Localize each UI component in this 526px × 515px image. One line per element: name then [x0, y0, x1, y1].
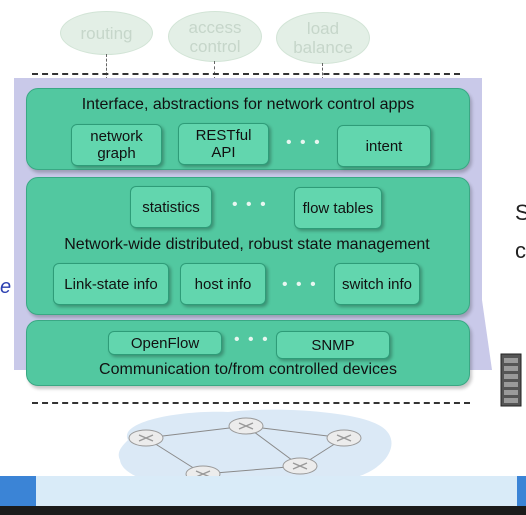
openflow-box: OpenFlow	[108, 331, 222, 355]
southbound-dashed-line	[32, 402, 470, 404]
flow-tables-box: flow tables	[294, 187, 382, 229]
access-control-app-label: access control	[188, 17, 242, 56]
link-state-info-label: Link-state info	[64, 275, 158, 293]
interface-ellipsis: • • •	[286, 134, 322, 151]
link-state-info-box: Link-state info	[53, 263, 169, 305]
clipped-text-left: e	[0, 276, 12, 298]
statistics-box: statistics	[130, 186, 212, 228]
access-control-app: access control	[168, 11, 262, 62]
intent-label: intent	[365, 137, 403, 155]
footer-right-accent	[517, 476, 526, 506]
switch-info-label: switch info	[341, 275, 413, 293]
statistics-label: statistics	[142, 198, 200, 216]
load-balance-app: load balance	[276, 12, 370, 64]
clipped-text-right-bottom: c	[515, 238, 526, 263]
host-info-box: host info	[180, 263, 266, 305]
footer-strip	[0, 476, 526, 506]
state-management-title: Network-wide distributed, robust state m…	[64, 236, 430, 253]
interface-layer-title: Interface, abstractions for network cont…	[81, 96, 415, 113]
openflow-label: OpenFlow	[130, 334, 200, 352]
state-bottom-ellipsis: • • •	[282, 276, 318, 293]
communication-ellipsis: • • •	[234, 331, 270, 348]
snmp-label: SNMP	[311, 336, 355, 354]
host-info-label: host info	[194, 275, 252, 293]
app-connector-line	[214, 61, 215, 80]
footer-left-accent	[0, 476, 36, 506]
footer-dark-bar	[0, 506, 526, 515]
restful-api-label: RESTful API	[195, 127, 252, 161]
routing-app: routing	[60, 11, 153, 55]
restful-api-box: RESTful API	[178, 123, 269, 165]
communication-layer-title: Communication to/from controlled devices	[99, 361, 397, 378]
network-graph-box: network graph	[71, 124, 162, 166]
snmp-box: SNMP	[276, 331, 390, 359]
app-connector-line	[322, 63, 323, 80]
app-connector-line	[106, 54, 107, 80]
network-graph-label: network graph	[90, 128, 143, 162]
routing-app-label: routing	[80, 23, 133, 43]
state-top-ellipsis: • • •	[232, 196, 268, 213]
northbound-dashed-line	[32, 73, 460, 75]
communication-layer: Communication to/from controlled devices	[26, 320, 470, 386]
intent-box: intent	[337, 125, 431, 167]
switch-info-box: switch info	[334, 263, 420, 305]
server-icon	[500, 353, 522, 407]
clipped-text-right-top: S	[515, 200, 526, 225]
load-balance-app-label: load balance	[293, 19, 353, 57]
frame-edge-shadow	[482, 300, 492, 370]
flow-tables-label: flow tables	[302, 199, 374, 217]
